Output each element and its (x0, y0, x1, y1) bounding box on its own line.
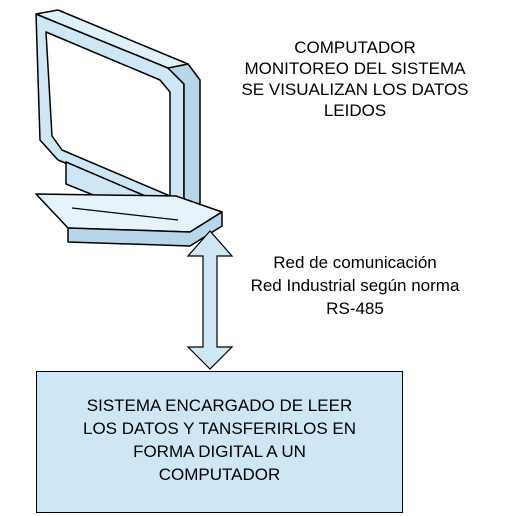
system-box-text: SISTEMA ENCARGADO DE LEER LOS DATOS Y TA… (37, 394, 402, 486)
network-caption-line: Red de comunicación (273, 253, 437, 272)
monitor-caption-line: SE VISUALIZAN LOS DATOS (241, 80, 469, 99)
monitor-caption-line: MONITOREO DEL SISTEMA (244, 59, 466, 78)
system-box-line: LOS DATOS Y TANSFERIRLOS EN (82, 419, 357, 438)
monitor-caption-line: LEIDOS (323, 101, 387, 120)
monitor-base-slot (71, 207, 179, 221)
system-box-line: SISTEMA ENCARGADO DE LEER (86, 396, 353, 415)
network-caption-line: Red Industrial según norma (250, 276, 460, 295)
computer-monitor-icon (35, 9, 223, 247)
monitor-base-front (67, 211, 223, 247)
system-box-line: COMPUTADOR (158, 465, 281, 484)
monitor-caption-line: COMPUTADOR (294, 38, 416, 57)
monitor-caption: COMPUTADOR MONITOREO DEL SISTEMA SE VISU… (205, 37, 505, 121)
system-box: SISTEMA ENCARGADO DE LEER LOS DATOS Y TA… (36, 371, 403, 513)
monitor-top-edge (35, 9, 189, 69)
network-caption-line: RS-485 (326, 299, 384, 318)
network-caption: Red de comunicación Red Industrial según… (225, 251, 485, 320)
double-headed-arrow-icon (186, 230, 234, 370)
communication-arrow (186, 230, 234, 370)
system-box-line: FORMA DIGITAL A UN (133, 442, 306, 461)
